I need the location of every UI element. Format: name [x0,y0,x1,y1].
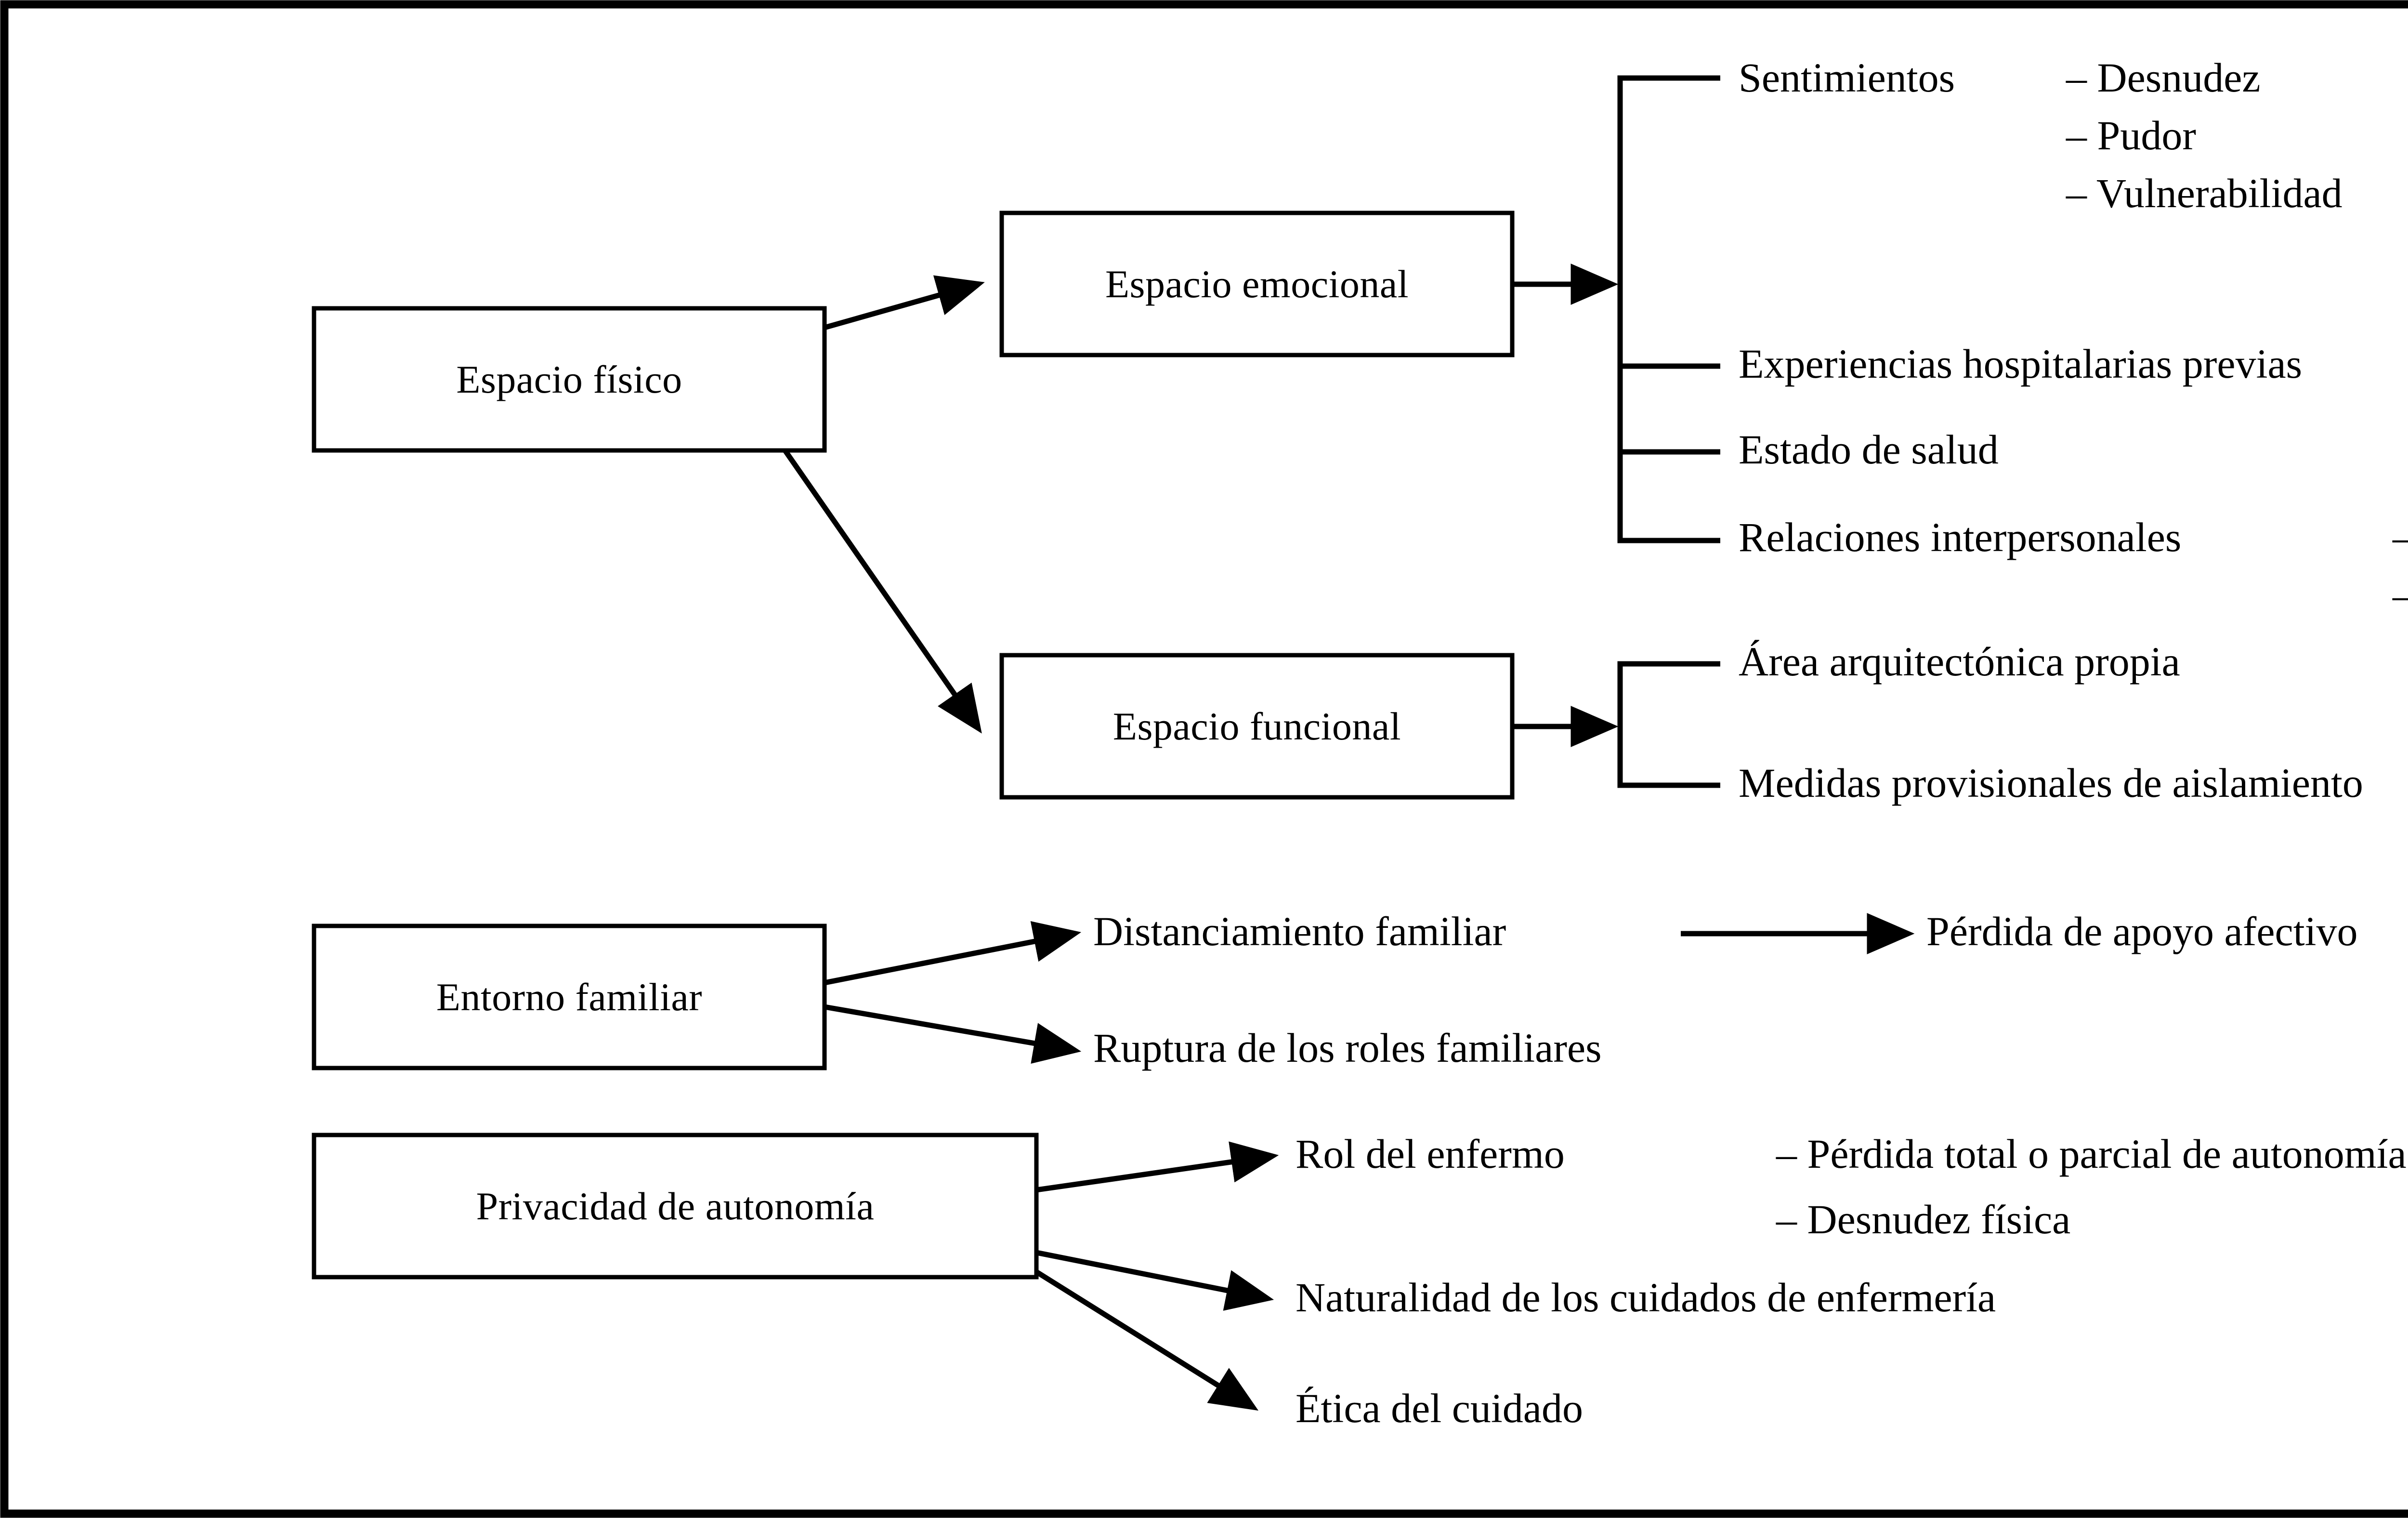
arrow-fisico-to-emocional [824,275,985,330]
leaf-area-arquitectonica: Área arquitectónica propia [1739,638,2180,685]
leaf-experiencias-hospitalarias: Experiencias hospitalarias previas [1739,341,2303,387]
leaf-rol-del-enfermo: Rol del enfermo [1296,1131,1565,1177]
item-rol-desnudez-fisica: – Desnudez física [1776,1196,2071,1242]
label-espacio-fisico: Espacio físico [456,357,682,401]
arrow-privacidad-to-etica [1035,1269,1259,1411]
leaf-distanciamiento-familiar: Distanciamiento familiar [1093,908,1506,954]
arrow-privacidad-to-rol [1036,1141,1279,1193]
item-sentimientos-vulnerabilidad: – Vulnerabilidad [2066,170,2343,216]
label-espacio-emocional: Espacio emocional [1105,262,1409,306]
box-entorno-familiar[interactable] [312,924,827,1070]
bracket-funcional [1617,661,1720,788]
item-relaciones-calidad-humana: – Calidad humana [2393,516,2408,558]
leaf-naturalidad-cuidados: Naturalidad de los cuidados de enfermerí… [1296,1274,1996,1320]
leaf-sentimientos: Sentimientos [1739,54,1955,101]
item-sentimientos-pudor: – Pudor [2066,112,2196,158]
arrow-fisico-to-funcional [783,449,982,734]
leaf-medidas-aislamiento: Medidas provisionales de aislamiento [1739,760,2363,806]
leaf-etica-del-cuidado: Ética del cuidado [1296,1385,1583,1431]
label-privacidad-autonomia: Privacidad de autonomía [476,1184,875,1228]
arrow-privacidad-to-naturalidad [1035,1250,1274,1311]
box-privacidad-autonomia[interactable] [312,1133,1039,1280]
leaf-perdida-apoyo-afectivo: Pérdida de apoyo afectivo [1926,908,2358,954]
leaf-ruptura-roles-familiares: Ruptura de los roles familiares [1093,1025,1602,1071]
arrow-entorno-to-distanciamiento [824,921,1082,986]
leaf-relaciones-interpersonales: Relaciones interpersonales [1739,514,2182,560]
item-sentimientos-desnudez: – Desnudez [2066,54,2261,101]
box-espacio-emocional[interactable] [999,211,1515,357]
bracket-emocional [1617,75,1720,543]
arrow-entorno-to-ruptura [824,1004,1082,1064]
box-espacio-funcional[interactable] [999,653,1515,800]
item-rol-perdida-autonomia: – Pérdida total o parcial de autonomía [1776,1131,2407,1177]
item-relaciones-empatia: – Empatía [2393,574,2408,616]
box-espacio-fisico[interactable] [312,306,827,453]
leaf-estado-de-salud: Estado de salud [1739,426,1999,473]
label-entorno-familiar: Entorno familiar [436,975,703,1019]
label-espacio-funcional: Espacio funcional [1112,704,1401,748]
